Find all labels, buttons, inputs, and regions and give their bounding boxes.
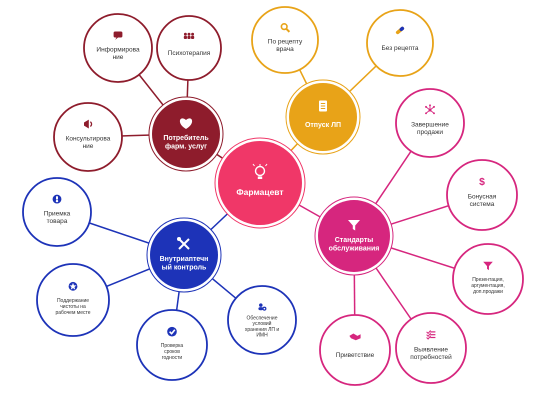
satellite-node-standards-4[interactable]: Приветствие	[319, 314, 391, 386]
satellite-circle	[319, 314, 391, 386]
star-badge-icon	[68, 281, 78, 291]
satellite-node-standards-2[interactable]: Презентация,аргументация,доп.продажи	[452, 243, 524, 315]
satellite-label: Презентация,аргументация,доп.продажи	[471, 277, 505, 295]
satellite-circle	[446, 159, 518, 231]
checklist-icon	[426, 330, 436, 340]
satellite-circle	[83, 13, 153, 83]
pill-icon	[395, 26, 405, 35]
network-icon	[425, 104, 435, 115]
satellite-circle	[36, 263, 110, 337]
megaphone-icon	[84, 119, 93, 129]
satellite-circle	[22, 177, 92, 247]
satellite-circle	[395, 88, 465, 158]
center-node[interactable]: Фармацевт	[214, 137, 306, 229]
dollar-icon: $	[479, 177, 485, 188]
satellite-label: Без рецепта	[381, 45, 418, 52]
svg-text:$: $	[479, 177, 485, 188]
funnel-icon	[483, 261, 493, 271]
hub-circle	[318, 200, 390, 272]
hub-circle	[152, 100, 220, 168]
satellite-circle	[452, 243, 524, 315]
lightbulb-icon	[252, 163, 268, 179]
hub-node-dispensing[interactable]: Отпуск ЛП	[285, 79, 361, 155]
satellite-circle	[136, 309, 208, 381]
alert-icon	[52, 194, 62, 204]
hub-circle	[289, 83, 357, 151]
center-label: Фармацевт	[236, 187, 283, 197]
satellite-circle	[395, 312, 467, 384]
satellite-circle	[251, 6, 319, 74]
satellite-circle	[227, 285, 297, 355]
center-circle	[218, 141, 302, 225]
hub-label: Отпуск ЛП	[305, 122, 341, 129]
satellite-node-consumer-1[interactable]: Психотерапия	[156, 15, 222, 81]
handshake-icon	[349, 333, 361, 341]
satellite-circle	[53, 102, 123, 172]
satellite-label: Приветствие	[336, 352, 375, 359]
heart-icon	[179, 118, 193, 129]
person-search-icon	[258, 303, 267, 311]
group-icon	[183, 32, 195, 40]
satellite-node-dispensing-1[interactable]: Без рецепта	[366, 9, 434, 77]
check-circle-icon	[167, 326, 177, 337]
tools-icon	[177, 237, 190, 250]
satellite-circle	[156, 15, 222, 81]
search-icon	[280, 23, 291, 33]
satellite-label: Психотерапия	[168, 50, 211, 57]
filter-icon	[348, 220, 360, 231]
satellite-circle	[366, 9, 434, 77]
chat-bubble-icon	[113, 31, 123, 40]
hub-circle	[150, 221, 218, 289]
document-icon	[319, 100, 327, 112]
